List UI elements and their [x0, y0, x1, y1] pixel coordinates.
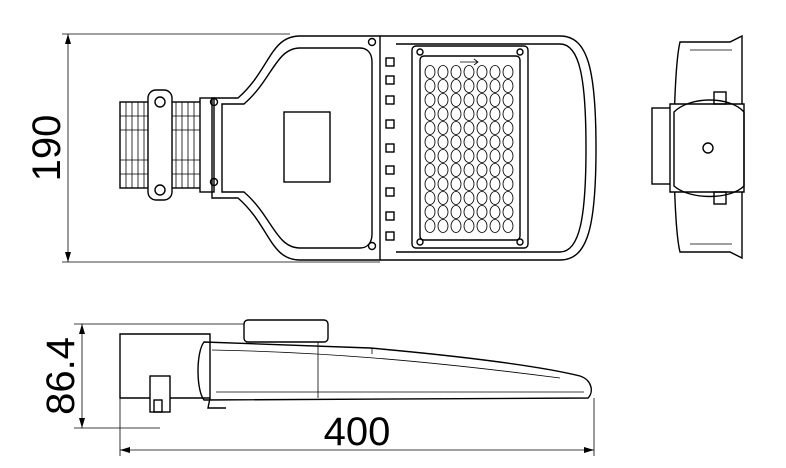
- led-lens: [463, 177, 475, 191]
- led-lens: [502, 121, 514, 135]
- led-lens: [437, 121, 449, 135]
- led-lens: [424, 163, 436, 177]
- led-lens: [502, 135, 514, 149]
- housing-top-outline: [209, 35, 597, 261]
- dimension-label-400: 400: [324, 410, 391, 454]
- led-lens: [463, 149, 475, 163]
- led-lens: [437, 93, 449, 107]
- led-lens: [476, 107, 488, 121]
- led-lens: [476, 93, 488, 107]
- led-lens: [502, 65, 514, 79]
- led-lens: [463, 219, 475, 233]
- led-lens: [463, 163, 475, 177]
- led-lens: [463, 79, 475, 93]
- led-lens: [450, 107, 462, 121]
- led-lens: [489, 107, 501, 121]
- led-lens: [476, 191, 488, 205]
- led-lens: [424, 177, 436, 191]
- led-lens: [476, 219, 488, 233]
- led-lens: [502, 177, 514, 191]
- led-lens: [476, 177, 488, 191]
- led-lens: [437, 191, 449, 205]
- led-lens: [463, 93, 475, 107]
- led-lens: [463, 65, 475, 79]
- led-lens: [450, 163, 462, 177]
- led-lens: [502, 107, 514, 121]
- led-lens: [450, 149, 462, 163]
- led-lens: [437, 149, 449, 163]
- dimension-line-86-4: [74, 323, 246, 429]
- led-lens: [502, 205, 514, 219]
- led-lens: [489, 205, 501, 219]
- led-lens: [450, 135, 462, 149]
- led-lens: [450, 191, 462, 205]
- led-lens: [476, 65, 488, 79]
- led-lens: [424, 93, 436, 107]
- led-lens: [450, 79, 462, 93]
- top-view: 190: [25, 33, 597, 263]
- led-lens: [424, 121, 436, 135]
- led-module: [411, 45, 529, 249]
- led-lens: [476, 163, 488, 177]
- led-lens: [476, 121, 488, 135]
- led-lens: [489, 65, 501, 79]
- led-lens: [476, 79, 488, 93]
- led-lens: [437, 163, 449, 177]
- led-lens: [424, 135, 436, 149]
- led-lens: [450, 177, 462, 191]
- led-lens: [502, 93, 514, 107]
- led-lens: [424, 79, 436, 93]
- led-lens: [489, 191, 501, 205]
- led-lens: [502, 191, 514, 205]
- led-lens: [476, 205, 488, 219]
- led-lens: [463, 121, 475, 135]
- led-lens: [463, 205, 475, 219]
- vent-slots: [385, 57, 395, 241]
- led-lens: [463, 135, 475, 149]
- led-lens: [450, 93, 462, 107]
- led-lens: [502, 219, 514, 233]
- led-lens: [424, 205, 436, 219]
- led-lens: [489, 93, 501, 107]
- led-lens: [463, 107, 475, 121]
- dimension-line-190: [62, 33, 380, 263]
- led-lens: [424, 149, 436, 163]
- led-lens: [489, 163, 501, 177]
- led-lens: [424, 191, 436, 205]
- led-lens: [437, 219, 449, 233]
- dimension-line-400: [119, 398, 595, 456]
- led-lens: [489, 177, 501, 191]
- led-lens: [476, 135, 488, 149]
- mounting-clamp: [119, 89, 215, 201]
- led-lens-grid: [424, 65, 514, 233]
- led-lens: [489, 79, 501, 93]
- led-lens: [450, 65, 462, 79]
- led-lens: [489, 121, 501, 135]
- led-lens: [437, 107, 449, 121]
- led-lens: [489, 219, 501, 233]
- dimension-label-190: 190: [25, 115, 69, 182]
- led-lens: [424, 65, 436, 79]
- led-lens: [502, 79, 514, 93]
- led-lens: [502, 149, 514, 163]
- elevation-view: 86.4 400: [39, 319, 595, 456]
- led-lens: [424, 219, 436, 233]
- led-lens: [450, 205, 462, 219]
- end-view: [651, 34, 745, 260]
- led-lens: [489, 149, 501, 163]
- led-lens: [463, 191, 475, 205]
- led-lens: [489, 135, 501, 149]
- led-lens: [424, 107, 436, 121]
- led-lens: [437, 135, 449, 149]
- led-lens: [437, 177, 449, 191]
- led-lens: [437, 79, 449, 93]
- led-lens: [437, 65, 449, 79]
- led-lens: [450, 121, 462, 135]
- led-lens: [502, 163, 514, 177]
- led-lens: [476, 149, 488, 163]
- led-lens: [437, 205, 449, 219]
- dimension-label-86-4: 86.4: [39, 337, 83, 415]
- led-lens: [450, 219, 462, 233]
